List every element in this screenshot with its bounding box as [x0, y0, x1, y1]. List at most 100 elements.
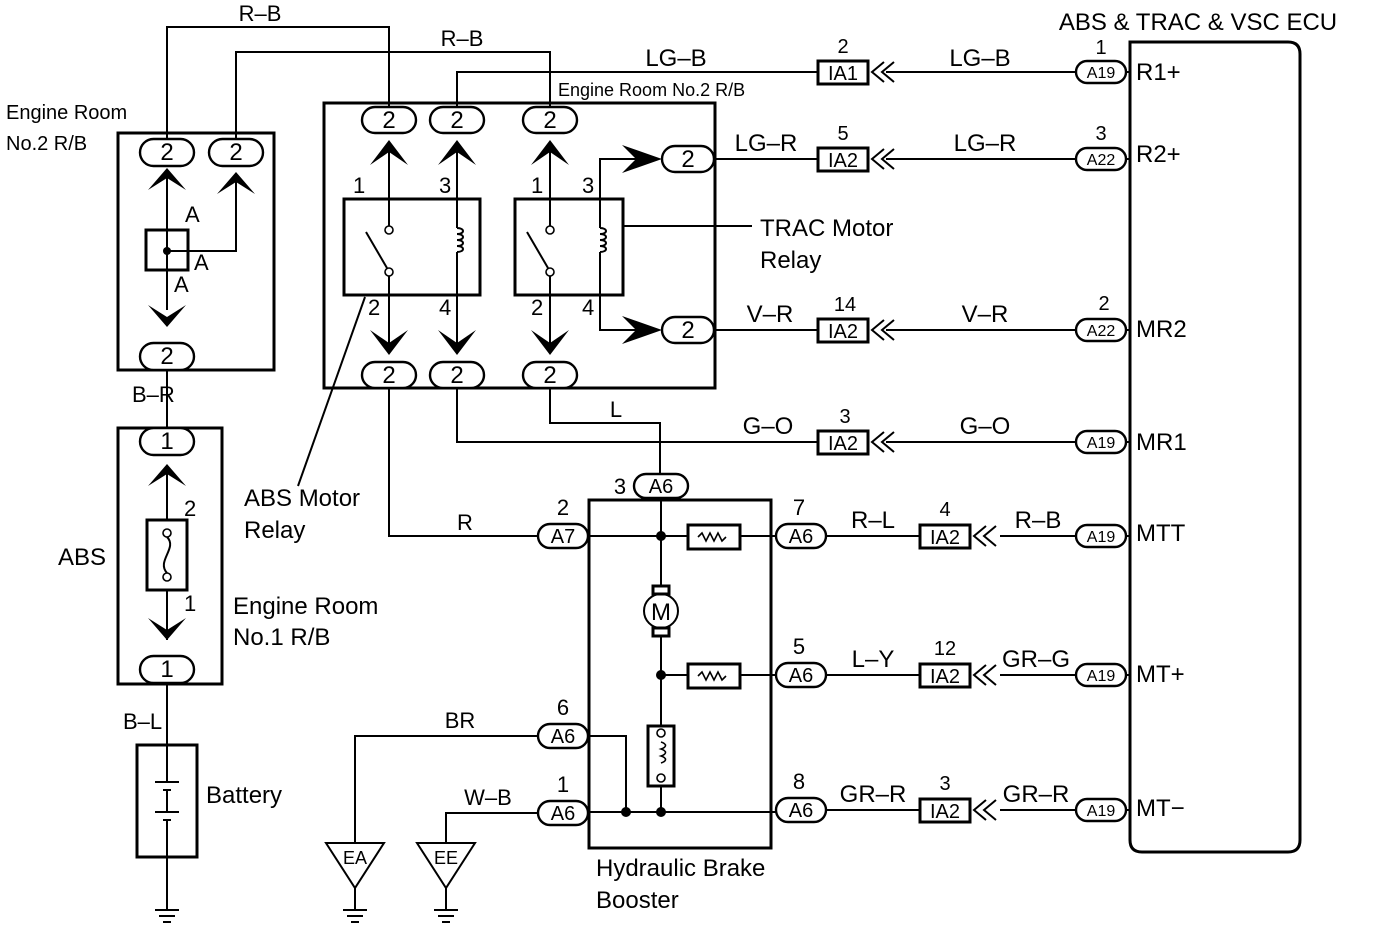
abs-fuse-label: ABS: [58, 544, 106, 571]
ground-label-ee: EE: [434, 848, 458, 868]
junction-dot: [163, 247, 171, 255]
pin-pill: [428, 105, 486, 135]
connector-label: A6: [789, 526, 813, 548]
connector-pin: 6: [557, 695, 569, 720]
connector-label: A6: [789, 800, 813, 822]
ecu-connector-pin: 3: [1095, 123, 1106, 145]
connector-pin: 2: [557, 495, 569, 520]
pin-label: 2: [382, 362, 395, 389]
junction-label: A: [174, 272, 189, 297]
junction-connector-pin: 5: [837, 123, 848, 145]
relay-coil-icon: [456, 227, 464, 253]
engine-room-no1-label-2: No.1 R/B: [233, 624, 330, 651]
wire-r-b-1: [166, 26, 390, 140]
wire-w-b: [445, 812, 538, 843]
relay-terminal: 2: [531, 295, 543, 320]
top-wire-label-1: R–B: [239, 1, 282, 26]
connector-pin: 8: [793, 769, 805, 794]
battery-label: Battery: [206, 782, 282, 809]
ground-label-ea: EA: [343, 848, 367, 868]
connector-label: A7: [551, 526, 575, 548]
pin-pill: [521, 105, 579, 135]
ecu-title: ABS & TRAC & VSC ECU: [1059, 9, 1337, 36]
ecu-connector-label: A22: [1087, 323, 1116, 340]
wire-r-b-2: [235, 51, 551, 140]
connector-arrow-down: [370, 330, 408, 355]
relay-wire-color: LG–R: [735, 130, 798, 157]
junction-connector-label: IA2: [828, 150, 858, 172]
motor-label: M: [651, 599, 671, 626]
signal-row-r1: A19 1 LG–B IA1 2 LG–B: [456, 36, 1130, 109]
relay-wire-color: V–R: [747, 301, 794, 328]
junction-connector-label: IA2: [930, 801, 960, 823]
fuse-link-icon: [162, 536, 172, 574]
pin-pill: [138, 137, 196, 168]
ecu-connector-label: A22: [1087, 152, 1116, 169]
pin-pill: [138, 426, 196, 457]
signal-row-mt-minus: A19 GR–R IA2 3 GR–R: [826, 773, 1130, 824]
ecu-wire-color: LG–R: [954, 130, 1017, 157]
relay-terminal: 4: [439, 295, 451, 320]
wire-label-l: L: [610, 397, 622, 422]
relay-terminal: 1: [353, 173, 365, 198]
relay-switch-icon: [365, 231, 388, 269]
ecu-connector-label: A19: [1087, 529, 1116, 546]
connector-label: A6: [551, 803, 575, 825]
ground-ee-icon: [415, 842, 477, 923]
pin-label: 2: [681, 146, 694, 173]
relay-wire-color: GR–R: [840, 781, 907, 808]
junction-connector-label: IA2: [930, 527, 960, 549]
relay-coil-icon: [599, 227, 607, 253]
junction-connector-label: IA2: [828, 321, 858, 343]
ecu-terminal-mr2: MR2: [1136, 316, 1187, 343]
pin-label: 1: [160, 428, 173, 455]
relay-wire-color: L–Y: [852, 646, 895, 673]
ecu-connector-pin: 2: [1098, 293, 1109, 315]
ecu-wire-color: GR–R: [1003, 781, 1070, 808]
ecu-connector-label: A19: [1087, 435, 1116, 452]
connector-arrow-down: [531, 330, 569, 355]
engine-room-no1-label-1: Engine Room: [233, 593, 378, 620]
relay-wire-color: G–O: [743, 413, 794, 440]
ecu-wire-color: GR–G: [1002, 646, 1070, 673]
connector-pin: 1: [557, 772, 569, 797]
ecu-terminal-r1: R1+: [1136, 59, 1181, 86]
relay-terminal: 1: [531, 173, 543, 198]
signal-row-mr2: A22 2 V–R IA2 14 V–R: [714, 293, 1130, 344]
relay-switch-icon: [526, 231, 549, 269]
junction-block: [144, 228, 190, 272]
relay-block-box: [322, 101, 717, 390]
abs-motor-relay: [342, 197, 482, 297]
junction-connector-label: IA1: [828, 63, 858, 85]
pin-label: 2: [382, 107, 395, 134]
connector-arrow-down: [148, 618, 186, 640]
wire-label-w-b: W–B: [464, 785, 512, 810]
pin-pill: [360, 105, 418, 135]
signal-row-mtt: A19 R–B IA2 4 R–L: [826, 499, 1130, 550]
connector-pill: [774, 796, 828, 824]
connector-pin: 5: [793, 634, 805, 659]
ecu-connector-label: A19: [1087, 668, 1116, 685]
junction-connector-label: IA2: [828, 433, 858, 455]
pin-pill: [207, 137, 265, 168]
junction-connector-pin: 2: [837, 36, 848, 58]
fuse-pin: 2: [184, 496, 196, 521]
relay-terminal: 3: [582, 173, 594, 198]
engine-room-no2-label-1: Engine Room: [6, 102, 127, 124]
wire-label-r: R: [457, 510, 473, 535]
resistor-icon: [686, 523, 742, 551]
connector-arrow-down: [148, 305, 186, 327]
signal-row-r2: A22 3 LG–R IA2 5 LG–R: [714, 123, 1130, 173]
junction-connector-pin: 3: [839, 406, 850, 428]
relay-wire-color: R–L: [851, 507, 895, 534]
booster-label-2: Booster: [596, 887, 679, 914]
signal-row-mr1: A19 G–O IA2 3 G–O: [456, 386, 1130, 456]
wire-label-b-r: B–R: [132, 382, 175, 407]
connector-label: A6: [649, 476, 673, 498]
connector-pin: 3: [614, 474, 626, 499]
pin-label: 2: [450, 107, 463, 134]
trac-relay-label-2: Relay: [760, 247, 821, 274]
wire-r: [388, 388, 538, 537]
connector-arrow-down: [438, 330, 476, 355]
signal-row-mt-plus: A19 GR–G IA2 12 L–Y: [826, 638, 1130, 689]
